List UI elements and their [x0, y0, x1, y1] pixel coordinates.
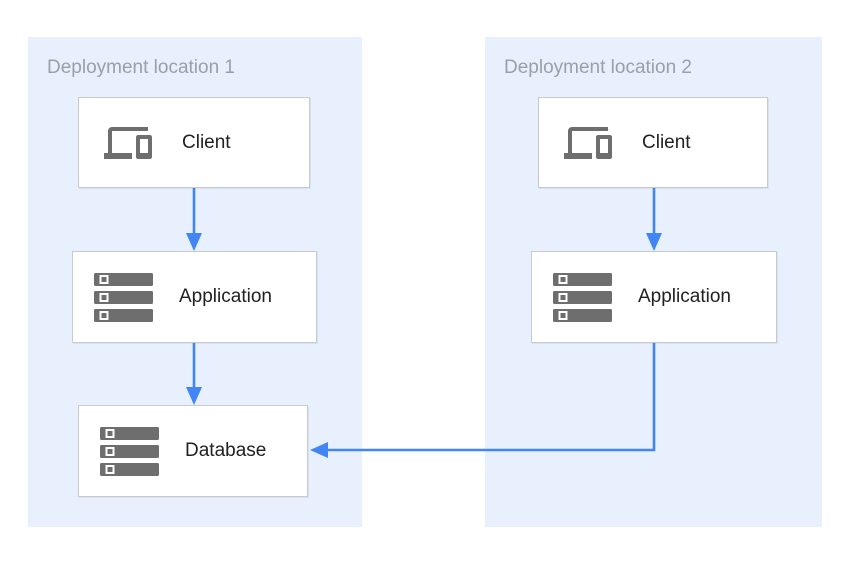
deployment-location-1-label: Deployment location 1	[47, 57, 235, 78]
node-database-1: Database	[78, 405, 308, 497]
server-stack-icon	[553, 272, 612, 322]
server-stack-icon	[94, 272, 153, 322]
devices-icon	[560, 119, 616, 167]
deployment-location-2-label: Deployment location 2	[504, 57, 692, 78]
server-stack-icon	[100, 426, 159, 476]
node-client-1: Client	[78, 97, 310, 188]
node-label: Application	[638, 286, 731, 307]
node-label: Client	[642, 131, 691, 153]
node-label: Client	[182, 131, 231, 153]
node-application-2: Application	[531, 251, 777, 343]
node-application-1: Application	[72, 251, 317, 343]
node-client-2: Client	[538, 97, 768, 188]
node-label: Application	[179, 286, 272, 307]
node-label: Database	[185, 440, 267, 461]
devices-icon	[100, 119, 156, 167]
